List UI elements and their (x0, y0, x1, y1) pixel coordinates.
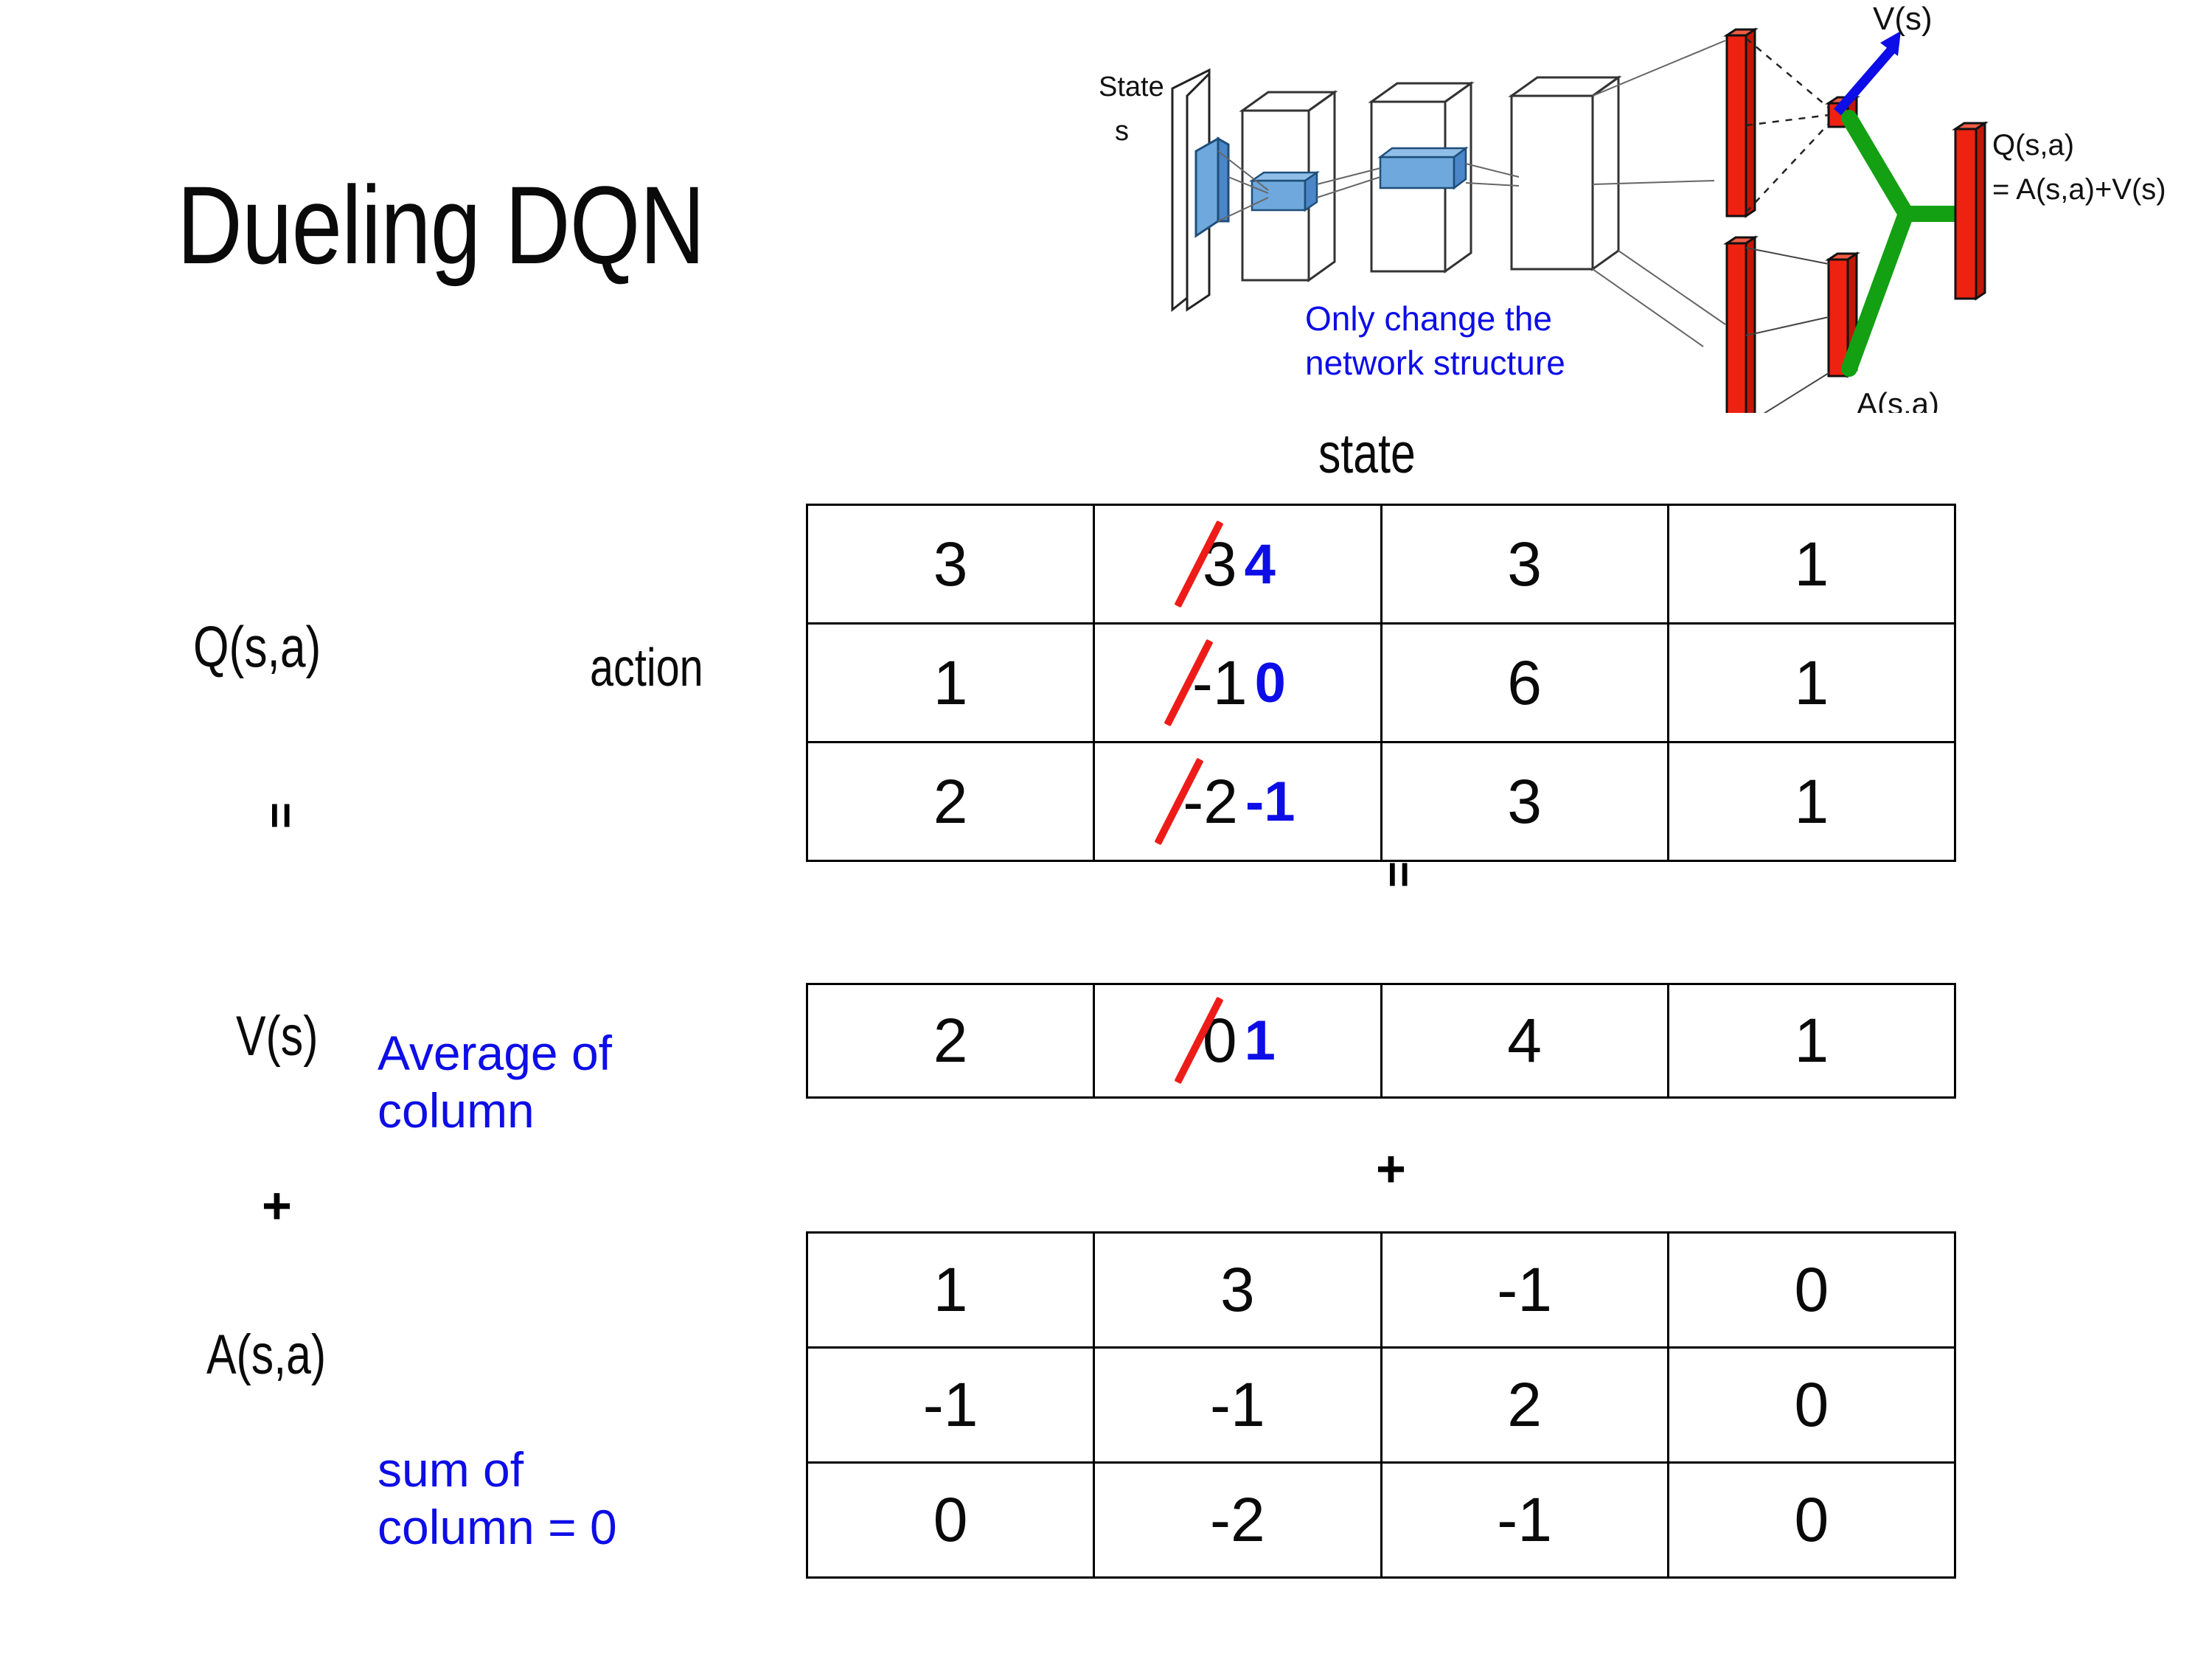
table-cell: 0 (1666, 1346, 1957, 1464)
plus-operator-left: + (262, 1177, 292, 1234)
table-cell: -1 (1380, 1231, 1669, 1349)
page-title: Dueling DQN (177, 163, 705, 287)
table-cell: 1 (1666, 983, 1957, 1099)
table-cell: 0 (1666, 1461, 1957, 1579)
cell-value: 2 (933, 1006, 968, 1075)
diagram-state-sub: s (1115, 116, 1129, 147)
cell-value: 1 (1794, 766, 1829, 836)
table-cell: 3 (1380, 741, 1669, 862)
cell-value: 2 (933, 766, 968, 836)
table-cell: 4 (1380, 983, 1669, 1099)
cell-value: 4 (1507, 1006, 1542, 1075)
strikethrough-line (1154, 757, 1204, 846)
struck-value: -2 (1154, 757, 1241, 846)
equals-operator-mid: = (1373, 860, 1425, 888)
a-table-body: 1 3 -1 0 -1 -1 2 0 0 -2 -1 0 (805, 1231, 1957, 1579)
table-cell: 2 (805, 741, 1096, 862)
table-cell: 0 (1666, 1231, 1957, 1349)
cell-value: 2 (1507, 1370, 1542, 1439)
table-row: 2 -2-1 3 1 (805, 741, 1957, 862)
table-cell: 1 (1666, 504, 1957, 625)
strikethrough-line (1174, 997, 1224, 1085)
diagram-note-line2: network structure (1305, 344, 1565, 382)
cell-value: 1 (933, 1255, 968, 1324)
diagram-state-label: State (1099, 72, 1164, 102)
updated-value: 0 (1254, 651, 1286, 714)
cell-value: 6 (1507, 647, 1542, 717)
table-cell: -1 (1380, 1461, 1669, 1579)
cell-value: -2 (1210, 1485, 1265, 1554)
dueling-network-diagram: State s V(s) A(s,a) Q(s,a) = A(s,a)+V(s)… (1091, 0, 2212, 413)
struck-value: -1 (1164, 639, 1251, 727)
table-cell: -1 (805, 1346, 1096, 1464)
plus-operator-mid: + (1376, 1140, 1406, 1197)
table-cell: 3 (805, 504, 1096, 625)
table-cell: 3 (1380, 504, 1669, 625)
action-axis-label: action (590, 639, 703, 698)
table-row: 0 -2 -1 0 (805, 1461, 1957, 1579)
table-cell: 1 (805, 622, 1096, 743)
annotation-sum-of-column: sum of column = 0 (378, 1442, 617, 1554)
annotation-average-of-column: Average of column (378, 1026, 613, 1138)
a-table: 1 3 -1 0 -1 -1 2 0 0 -2 -1 0 (805, 1231, 1957, 1579)
strikethrough-line (1164, 639, 1214, 727)
state-axis-label: state (1318, 422, 1416, 485)
cell-value: -1 (1210, 1370, 1265, 1439)
diagram-q-label-line2: = A(s,a)+V(s) (1992, 173, 2166, 206)
table-cell: 1 (1666, 741, 1957, 862)
updated-value: 4 (1244, 532, 1276, 596)
cell-value: 0 (1794, 1370, 1829, 1439)
diagram-note-line1: Only change the (1305, 299, 1552, 338)
cell-value: 3 (1507, 529, 1542, 599)
table-cell: 1 (1666, 622, 1957, 743)
v-table-label: V(s) (236, 1005, 319, 1068)
table-cell: 1 (805, 1231, 1096, 1349)
cell-value: 1 (1794, 647, 1829, 717)
strikethrough-line (1174, 520, 1224, 608)
cell-value: 3 (933, 529, 968, 599)
diagram-a-label: A(s,a) (1857, 386, 1939, 413)
cell-value: -1 (1497, 1255, 1552, 1324)
cell-value: 1 (1794, 529, 1829, 599)
struck-value: 3 (1174, 520, 1240, 608)
diagram-v-label: V(s) (1873, 1, 1933, 37)
cell-value: 1 (1794, 1006, 1829, 1075)
table-row: 1 3 -1 0 (805, 1231, 1957, 1349)
table-cell: 2 (805, 983, 1096, 1099)
struck-value: 0 (1174, 997, 1240, 1085)
q-table-label: Q(s,a) (193, 614, 321, 679)
cell-value: 0 (1794, 1255, 1829, 1324)
cell-value: 3 (1220, 1255, 1255, 1324)
cell-value: 0 (1794, 1485, 1829, 1554)
table-cell: -1 (1093, 1346, 1382, 1464)
table-cell: -2-1 (1093, 741, 1382, 862)
table-cell: -2 (1093, 1461, 1382, 1579)
table-cell: 0 (805, 1461, 1096, 1579)
cell-value: 1 (933, 647, 968, 717)
cell-value: -1 (922, 1370, 978, 1439)
table-row: -1 -1 2 0 (805, 1346, 1957, 1464)
cell-value: 3 (1507, 766, 1542, 836)
cell-value: -1 (1497, 1485, 1552, 1554)
a-table-label: A(s,a) (206, 1324, 327, 1386)
cell-value: 0 (933, 1485, 968, 1554)
table-cell: 2 (1380, 1346, 1669, 1464)
equals-operator-left: = (255, 801, 307, 830)
diagram-q-label-line1: Q(s,a) (1992, 129, 2074, 161)
updated-value: -1 (1245, 770, 1295, 833)
updated-value: 1 (1244, 1009, 1276, 1072)
table-cell: 3 (1093, 1231, 1382, 1349)
table-cell: 6 (1380, 622, 1669, 743)
